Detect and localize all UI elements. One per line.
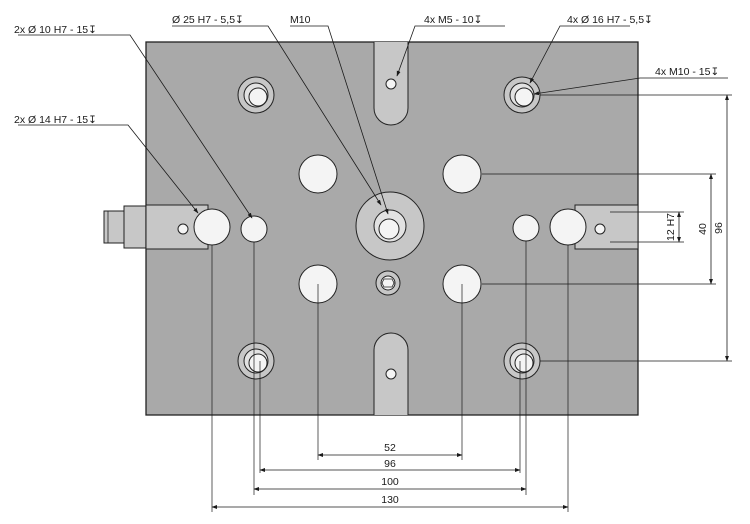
- side-pin-left: [177, 223, 189, 235]
- side-hole-10-left: [240, 215, 268, 243]
- side-hole-14-right: [549, 208, 587, 246]
- hole-upper-right: [442, 154, 482, 194]
- right-extension-lines: [482, 94, 732, 362]
- center-bore: [355, 191, 425, 261]
- side-hole-14-left: [193, 208, 231, 246]
- bottom-extension-lines: [211, 241, 569, 512]
- callout-bore-25: Ø 25 H7 - 5,5↧: [172, 14, 244, 26]
- side-hole-10-right: [512, 214, 540, 242]
- callout-side-hole-14: 2x Ø 14 H7 - 15↧: [14, 114, 97, 126]
- side-pin-right: [594, 223, 606, 235]
- dim-40: 40: [697, 223, 709, 235]
- dim-130: 130: [381, 494, 399, 506]
- counterbore-bottom-right: [503, 342, 541, 380]
- dim-96-vertical: 96: [713, 222, 725, 234]
- dim-52: 52: [384, 442, 396, 454]
- hole-upper-left: [298, 154, 338, 194]
- callout-side-hole-10: 2x Ø 10 H7 - 15↧: [14, 24, 97, 36]
- leader-lines: [18, 25, 728, 219]
- dim-100: 100: [381, 476, 399, 488]
- hex-screw: [375, 270, 401, 296]
- dim-96-horizontal: 96: [384, 458, 396, 470]
- shaft-stub: [103, 205, 147, 249]
- callout-center-m10: M10: [290, 14, 311, 26]
- callout-counterbore-16: 4x Ø 16 H7 - 5,5↧: [567, 14, 653, 26]
- counterbore-top-right: [503, 76, 541, 114]
- counterbore-top-left: [237, 76, 275, 114]
- bottom-slot: [373, 332, 409, 415]
- counterbore-bottom-left: [237, 342, 275, 380]
- callout-corner-m10: 4x M10 - 15↧: [655, 66, 719, 78]
- callout-slot-m5: 4x M5 - 10↧: [424, 14, 482, 26]
- dim-12h7: 12 H7: [665, 213, 677, 241]
- top-slot: [373, 42, 409, 126]
